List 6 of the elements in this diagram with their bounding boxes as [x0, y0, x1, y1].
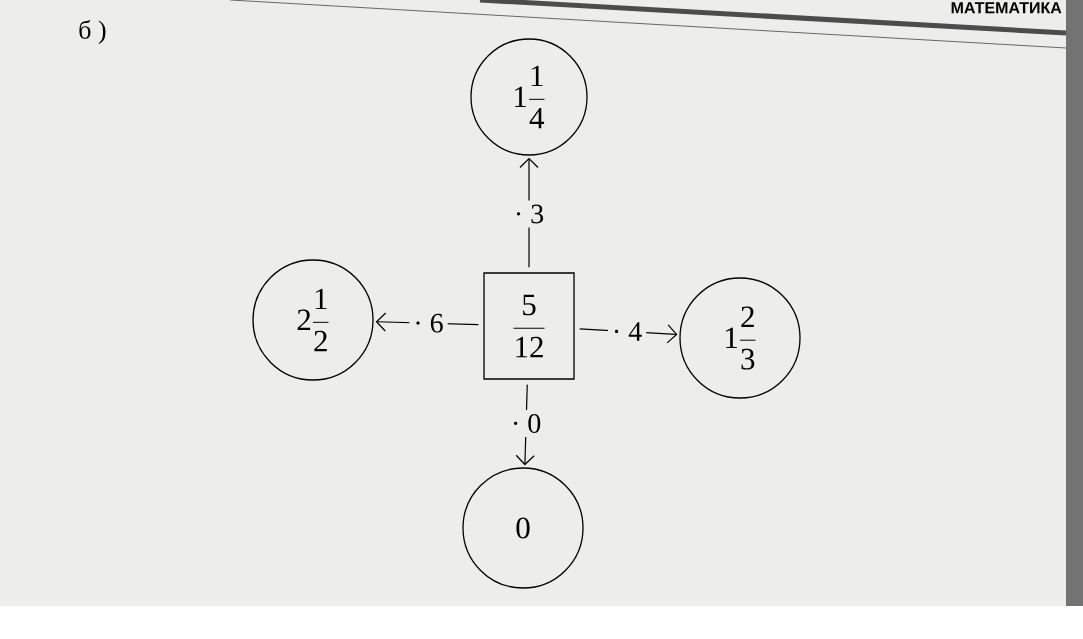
item-letter: б ) — [79, 19, 106, 45]
number-box: $\frac{5}{12}$ — [483, 272, 575, 380]
edge-label: · 6 — [409, 309, 448, 337]
edge-label: · 4 — [607, 318, 647, 345]
edge-label: · 0 — [506, 410, 546, 437]
running-header: МАТЕМАТИКА — [951, 2, 1062, 14]
